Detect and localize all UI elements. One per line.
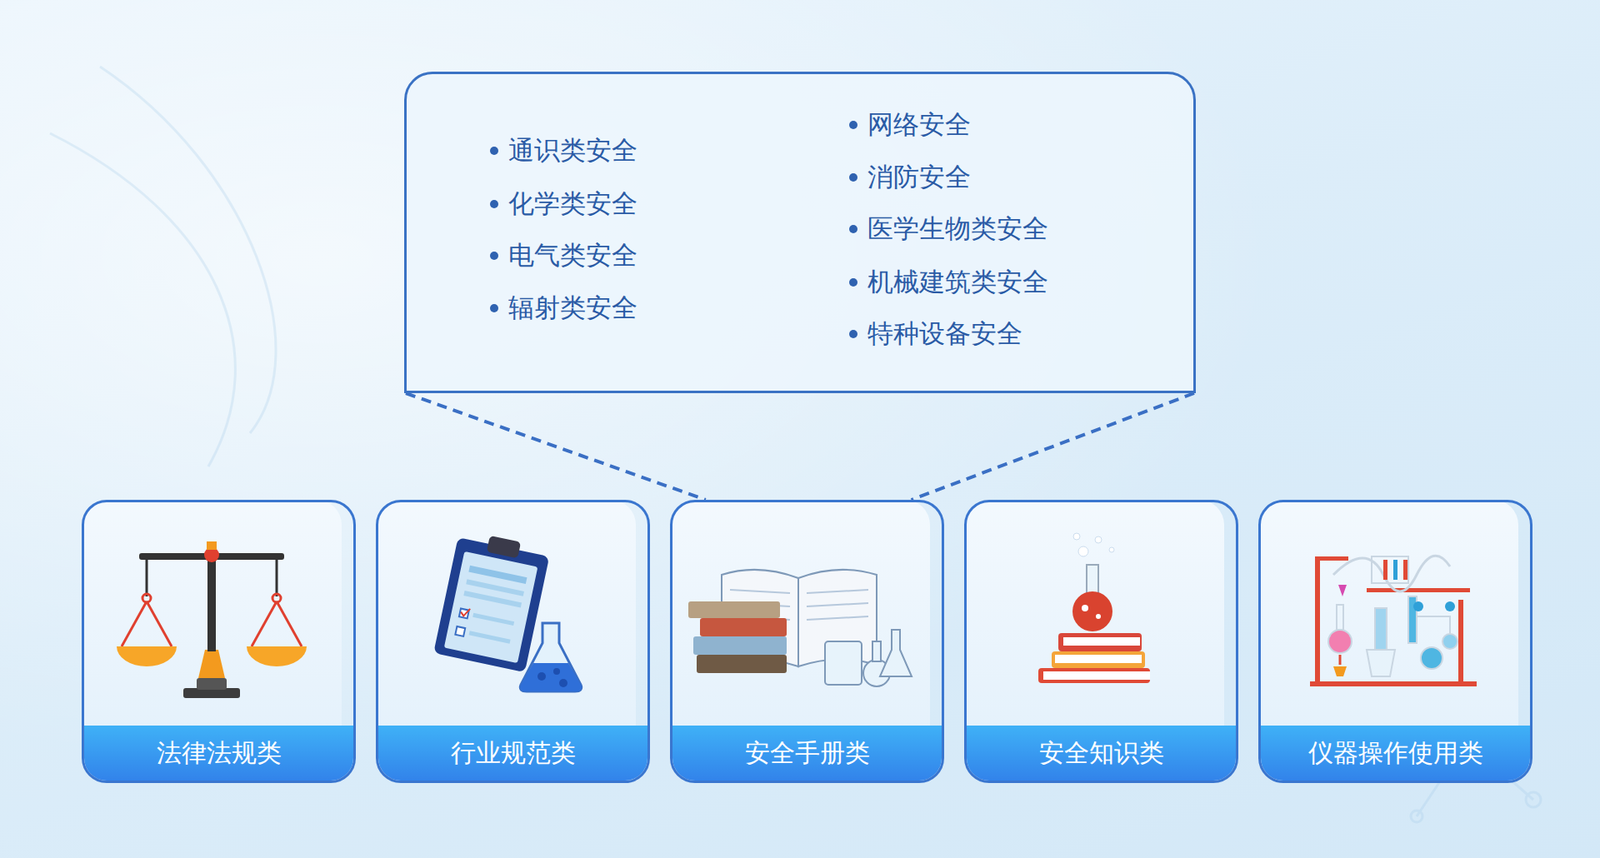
category-card: 安全知识类 bbox=[964, 500, 1239, 784]
scale-icon bbox=[116, 541, 307, 699]
clipboard-icon bbox=[433, 529, 581, 692]
bullet-item: 机械建筑类安全 bbox=[849, 265, 1049, 299]
bullet-item: 通识类安全 bbox=[490, 133, 638, 167]
card-label: 行业规范类 bbox=[378, 725, 648, 781]
bullet-item: 医学生物类安全 bbox=[849, 211, 1049, 245]
category-card: 安全手册类 bbox=[670, 500, 945, 784]
books-icon bbox=[688, 570, 912, 687]
callout-connector bbox=[405, 393, 1195, 500]
card-label: 安全手册类 bbox=[672, 725, 942, 781]
bullet-item: 辐射类安全 bbox=[490, 290, 638, 325]
bullet-item: 网络安全 bbox=[849, 107, 971, 141]
bullet-item: 特种设备安全 bbox=[849, 316, 1023, 350]
knowledge-icon bbox=[1038, 533, 1150, 684]
category-card: 法律法规类 bbox=[81, 500, 356, 784]
bullet-item: 消防安全 bbox=[849, 160, 971, 194]
category-card: 仪器操作使用类 bbox=[1258, 500, 1533, 784]
card-label: 安全知识类 bbox=[966, 725, 1236, 781]
bullet-item: 电气类安全 bbox=[490, 238, 638, 272]
callout-box: 通识类安全化学类安全电气类安全辐射类安全 网络安全消防安全医学生物类安全机械建筑类… bbox=[404, 71, 1196, 394]
decor-molecules bbox=[50, 66, 1541, 823]
category-card: 行业规范类 bbox=[375, 500, 650, 784]
card-label: 仪器操作使用类 bbox=[1260, 725, 1530, 781]
card-label: 法律法规类 bbox=[84, 725, 354, 781]
bullet-item: 化学类安全 bbox=[490, 186, 638, 220]
apparatus-icon bbox=[1310, 555, 1477, 687]
